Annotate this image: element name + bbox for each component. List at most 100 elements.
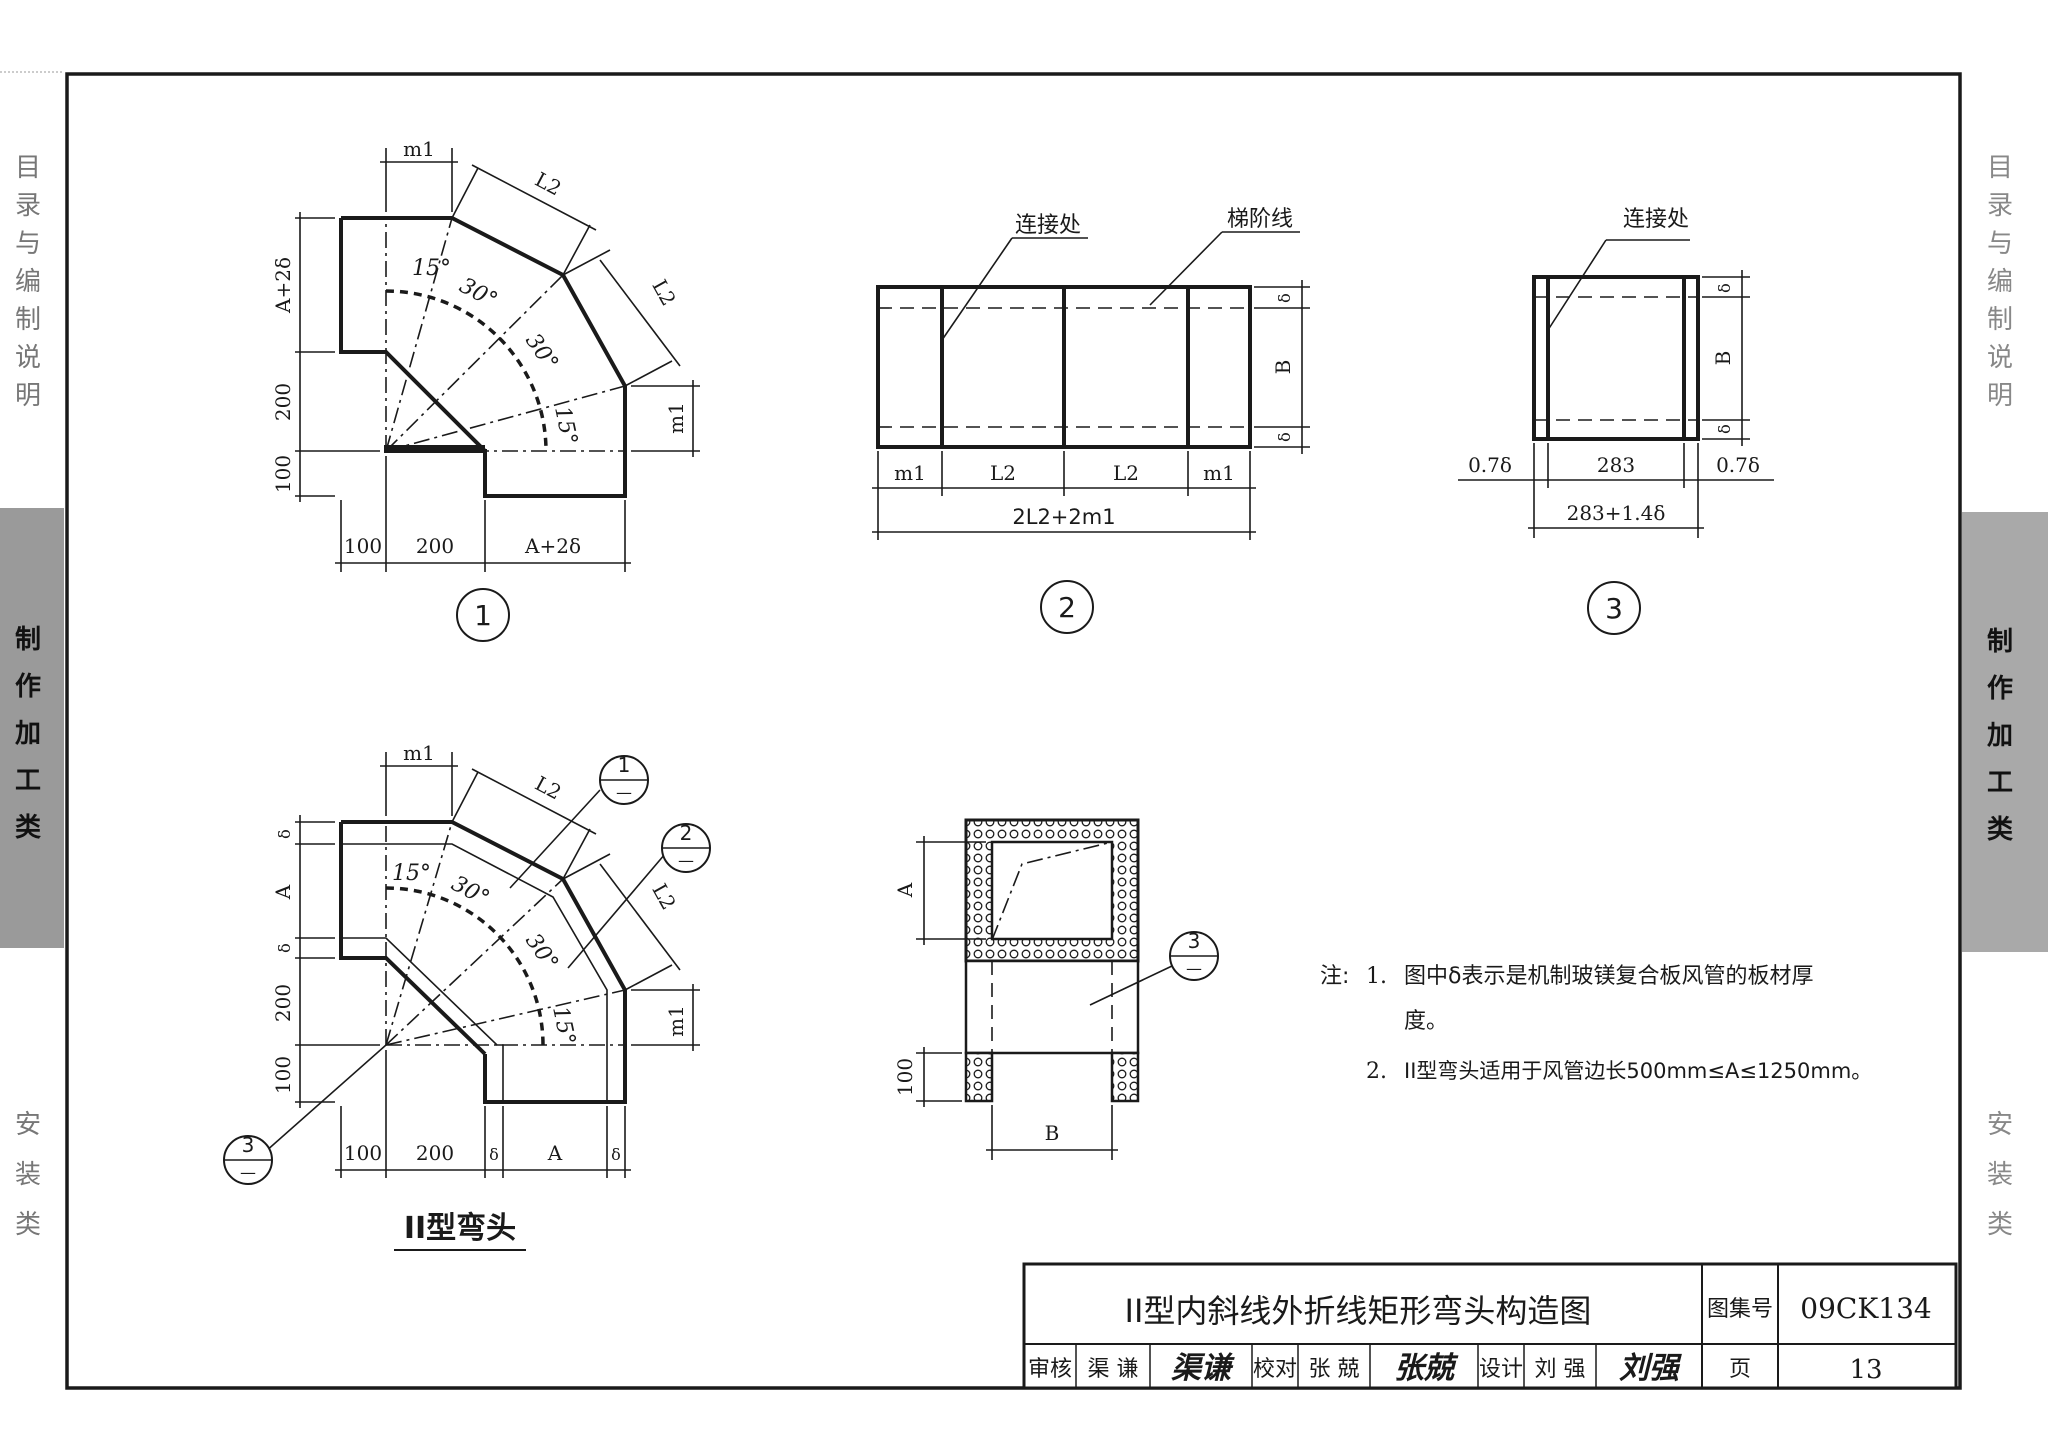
side-nav-active-bg	[1962, 512, 2048, 952]
nav-char: 制	[15, 305, 41, 335]
dim-label: B	[1271, 360, 1295, 375]
dim-label: B	[1045, 1121, 1060, 1145]
atlas-label: 图集号	[1707, 1297, 1773, 1322]
section-ref-number: 3	[1188, 929, 1201, 953]
dim-label: L2	[647, 879, 681, 913]
dim-label: δ	[1715, 424, 1734, 434]
section-ref-3[interactable]: 3 —	[1169, 929, 1219, 981]
nav-char: 制	[15, 625, 41, 655]
side-nav-section-fabrication[interactable]: 制 作 加 工 类	[15, 625, 41, 843]
section-ref-number: 1	[618, 753, 631, 777]
note-number: 2.	[1366, 1059, 1387, 1084]
dim-label: 283+1.4δ	[1567, 501, 1666, 525]
side-nav-section-catalog[interactable]: 目 录 与 编 制 说 明	[1987, 153, 2013, 411]
figure-4-type-ii-elbow: m1 L2 L2 15° 30° 30° 15° δ A δ 200 100 m…	[223, 741, 711, 1251]
note-number: 1.	[1366, 964, 1387, 989]
dim-label: m1	[664, 1005, 688, 1037]
angle-label: 30°	[455, 273, 501, 313]
dim-label: 100	[344, 1141, 382, 1165]
figure-number-badge	[456, 588, 510, 642]
side-nav-section-fabrication[interactable]: 制 作 加 工 类	[1987, 627, 2013, 845]
checker-name: 张 兢	[1309, 1357, 1360, 1382]
reviewer-name: 渠 谦	[1088, 1357, 1139, 1382]
dim-label: B	[1711, 351, 1735, 366]
angle-label: 15°	[549, 404, 582, 447]
nav-char: 类	[15, 813, 41, 843]
dim-label: δ	[1275, 432, 1294, 442]
section-ref-dash: —	[678, 851, 694, 870]
dim-label: 0.7δ	[1468, 453, 1512, 477]
dim-label: 200	[271, 984, 295, 1022]
figure-2-unfolded-side: 连接处 梯阶线 δ B δ m1 L2 L2 m1 2L2+2m1 2	[872, 207, 1310, 634]
nav-char: 目	[15, 153, 41, 183]
note-text: 度。	[1404, 1009, 1448, 1034]
figure-number: 1	[474, 599, 492, 632]
review-label: 审核	[1028, 1357, 1072, 1382]
dim-label: δ	[611, 1145, 621, 1164]
dim-label: 200	[416, 534, 454, 558]
dim-label: 2L2+2m1	[1012, 505, 1115, 529]
nav-char: 录	[15, 191, 41, 221]
nav-char: 制	[1987, 305, 2013, 335]
dim-label: m1	[664, 402, 688, 434]
atlas-number: 09CK134	[1800, 1292, 1931, 1325]
dim-label: 200	[416, 1141, 454, 1165]
angle-label: 30°	[447, 871, 493, 911]
section-ref-2[interactable]: 2 —	[661, 821, 711, 873]
dim-label: L2	[531, 167, 565, 200]
dim-label: δ	[489, 1145, 499, 1164]
nav-char: 加	[15, 719, 41, 749]
section-ref-number: 3	[242, 1133, 255, 1157]
section-ref-1[interactable]: 1 —	[599, 753, 649, 805]
nav-char: 装	[15, 1160, 41, 1190]
designer-name: 刘 强	[1535, 1357, 1586, 1382]
dim-label: 100	[271, 1056, 295, 1094]
angle-label: 30°	[520, 929, 563, 975]
nav-char: 与	[1987, 229, 2013, 259]
nav-char: 安	[1987, 1110, 2013, 1140]
design-label: 设计	[1479, 1357, 1523, 1382]
drawing-frame	[65, 72, 1962, 1390]
dim-label: A	[271, 884, 295, 900]
callout-label: 梯阶线	[1227, 207, 1293, 232]
notes-prefix: 注:	[1320, 964, 1349, 989]
dim-label: L2	[531, 771, 565, 804]
note-text: II型弯头适用于风管边长500mm≤A≤1250mm。	[1404, 1059, 1872, 1083]
callout-label: 连接处	[1015, 213, 1081, 238]
figure-caption: II型弯头	[404, 1211, 516, 1246]
side-nav-section-catalog[interactable]: 目 录 与 编 制 说 明	[15, 153, 41, 411]
dim-label: L2	[990, 461, 1016, 485]
dim-label: A+2δ	[271, 257, 295, 314]
section-ref-3[interactable]: 3 —	[223, 1133, 273, 1185]
side-nav-section-install[interactable]: 安 装 类	[1987, 1110, 2013, 1240]
angle-label: 30°	[520, 329, 563, 375]
dim-label: m1	[1203, 461, 1235, 485]
reviewer-signature: 渠谦	[1171, 1351, 1235, 1386]
side-nav-section-install[interactable]: 安 装 类	[15, 1110, 41, 1240]
nav-char: 录	[1987, 191, 2013, 221]
note-text: 图中δ表示是机制玻镁复合板风管的板材厚	[1404, 964, 1813, 989]
drawing-title: II型内斜线外折线矩形弯头构造图	[1125, 1292, 1592, 1330]
dim-label: L2	[1113, 461, 1139, 485]
nav-char: 作	[1987, 674, 2013, 704]
angle-label: 15°	[547, 1004, 580, 1047]
nav-char: 编	[1987, 267, 2013, 297]
nav-char: 加	[1987, 721, 2013, 751]
dim-label: A	[547, 1141, 563, 1165]
nav-char: 类	[1987, 815, 2013, 845]
nav-char: 安	[15, 1110, 41, 1140]
figure-number-badge	[1587, 581, 1641, 635]
dim-label: 283	[1597, 453, 1635, 477]
dim-label: 200	[271, 383, 295, 421]
section-ref-dash: —	[240, 1163, 256, 1182]
angle-label: 15°	[392, 861, 431, 886]
notes-block: 注: 1. 图中δ表示是机制玻镁复合板风管的板材厚 度。 2. II型弯头适用于…	[1320, 964, 1872, 1084]
dim-label: m1	[403, 137, 435, 161]
side-nav-active-bg	[0, 508, 64, 948]
dim-label: 100	[344, 534, 382, 558]
section-ref-dash: —	[616, 783, 632, 802]
figure-3-end-piece: 连接处 δ B δ 0.7δ 283 0.7δ 283+1.4δ 3	[1458, 207, 1774, 635]
side-nav-left: 目 录 与 编 制 说 明 制 作 加 工 类 安 装 类	[0, 71, 64, 1240]
dim-label: δ	[1275, 293, 1294, 303]
